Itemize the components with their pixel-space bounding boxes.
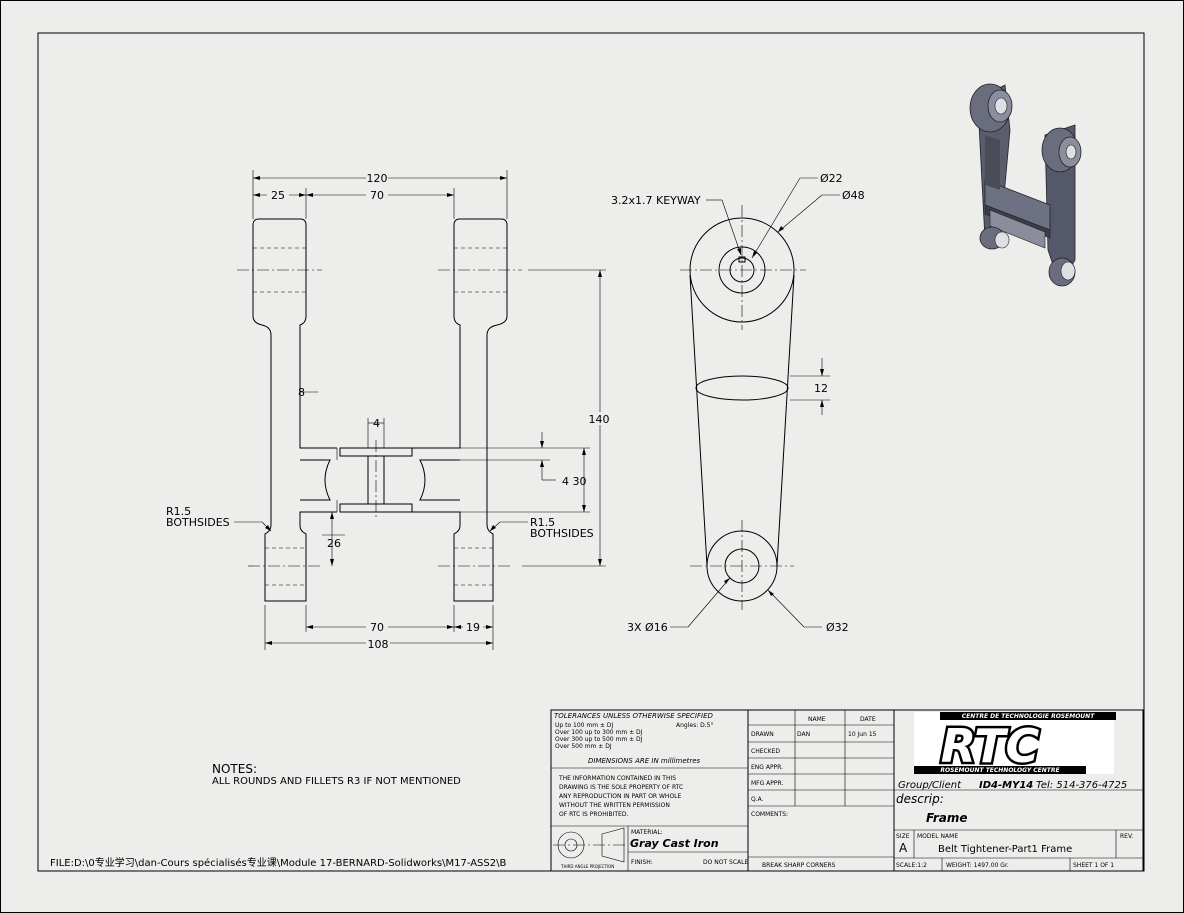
dim-lug-height: 26 xyxy=(327,537,341,550)
model-value: Belt Tightener-Part1 Frame xyxy=(938,844,1072,855)
side-arrowheads xyxy=(724,226,824,596)
side-leaders xyxy=(670,177,840,628)
left-arm-outline xyxy=(252,218,337,449)
comments-label: COMMENTS: xyxy=(751,811,788,818)
row-drawn-label: DRAWN xyxy=(751,731,774,738)
right-arm-outline xyxy=(412,218,508,602)
row-drawn-name: DAN xyxy=(797,731,810,738)
descrip-label: descrip: xyxy=(896,792,944,806)
group-code: ID4-MY14 xyxy=(979,780,1033,791)
top-outer-dia-label: Ø48 xyxy=(842,189,865,202)
row-qa-label: Q.A. xyxy=(751,796,764,803)
bottom-hole-label: 3X Ø16 xyxy=(627,621,668,634)
crossbar-top-section xyxy=(339,447,413,457)
side-edge-left xyxy=(689,274,708,567)
dim-overall-bottom: 108 xyxy=(368,638,389,651)
dim-web: 8 xyxy=(298,386,305,399)
side-view: 3.2x1.7 KEYWAY Ø22 Ø48 12 3X Ø16 Ø32 xyxy=(611,172,865,634)
dim-overall-top: 120 xyxy=(367,172,388,185)
scale-note: DO NOT SCALE xyxy=(703,859,748,866)
dim-crossbar: 4 30 xyxy=(562,475,587,488)
descrip-value: Frame xyxy=(926,811,968,825)
proprietary-line-4: WITHOUT THE WRITTEN PERMISSION xyxy=(559,802,670,809)
crossbar-right xyxy=(419,459,460,501)
left-arm-outline-lower xyxy=(252,225,337,602)
proprietary-line-5: OF RTC IS PROHIBITED. xyxy=(559,811,628,818)
date-header: DATE xyxy=(860,716,876,723)
tol-line-3: Over 300 up to 500 mm ± DJ xyxy=(555,736,643,743)
size-value: A xyxy=(899,841,908,855)
row-eng-label: ENG APPR. xyxy=(751,764,783,771)
row-checked-label: CHECKED xyxy=(751,748,780,755)
notes-title: NOTES: xyxy=(212,762,257,776)
isometric-view xyxy=(969,83,1082,287)
size-label: SIZE xyxy=(896,833,910,840)
tel: Tel: 514-376-4725 xyxy=(1036,780,1127,791)
scale-value: SCALE:1:2 xyxy=(896,862,927,869)
arrowheads xyxy=(253,176,602,645)
revolved-section xyxy=(695,375,789,401)
tol-line-4: Over 500 mm ± DJ xyxy=(555,743,612,750)
third-angle-symbol xyxy=(553,827,626,863)
name-header: NAME xyxy=(808,716,826,723)
file-path: FILE:D:\0专业学习\dan-Cours spécialisés专业课\M… xyxy=(50,856,506,869)
break-corners: BREAK SHARP CORNERS xyxy=(762,862,836,869)
keyway-label: 3.2x1.7 KEYWAY xyxy=(611,194,701,207)
sheet-value: SHEET 1 OF 1 xyxy=(1073,862,1114,869)
logo-top-text: CENTRE DE TECHNOLOGIE ROSEMOUNT xyxy=(962,713,1095,720)
dim-left-lug: 25 xyxy=(271,189,285,202)
tol-angles: Angles: D.5° xyxy=(676,722,713,729)
proprietary-line-1: THE INFORMATION CONTAINED IN THIS xyxy=(558,775,676,782)
rev-label: REV. xyxy=(1120,833,1133,840)
proprietary-line-3: ANY REPRODUCTION IN PART OR WHOLE xyxy=(559,793,682,800)
row-mfg-label: MFG APPR. xyxy=(751,780,783,787)
tolerances-title: TOLERANCES UNLESS OTHERWISE SPECIFIED xyxy=(554,712,713,720)
dim-bottom-lug: 19 xyxy=(466,621,480,634)
side-edge-right xyxy=(776,274,795,567)
section-width-label: 12 xyxy=(814,382,828,395)
left-radius-note-2: BOTHSIDES xyxy=(166,516,230,529)
left-radius-note-1: R1.5 xyxy=(166,505,191,518)
tol-line-2: Over 100 up to 300 mm ± DJ xyxy=(555,729,643,736)
title-block: TOLERANCES UNLESS OTHERWISE SPECIFIED Up… xyxy=(550,709,1144,872)
dim-pin-dia: 4 xyxy=(373,417,380,430)
crossbar-web-section xyxy=(367,455,385,505)
top-inner-dia-label: Ø22 xyxy=(820,172,843,185)
tol-line-1: Up to 100 mm ± DJ xyxy=(555,722,614,729)
material-label: MATERIAL: xyxy=(631,829,663,836)
row-drawn-date: 10 Jun 15 xyxy=(848,731,877,738)
logo-main-text: RTC xyxy=(941,719,1040,773)
front-view: 120 25 70 8 4 140 4 30 26 70 19 108 R1.5… xyxy=(166,170,610,651)
notes-line-1: ALL ROUNDS AND FILLETS R3 IF NOT MENTION… xyxy=(212,776,461,787)
dim-bottom-gap: 70 xyxy=(370,621,384,634)
crossbar-left xyxy=(300,459,331,501)
crossbar-bottom-section xyxy=(339,503,413,513)
dim-top-gap: 70 xyxy=(370,189,384,202)
logo-bottom-text: ROSEMOUNT TECHNOLOGY CENTRE xyxy=(940,767,1060,774)
right-radius-note-1: R1.5 xyxy=(530,516,555,529)
right-arm-outline-upper xyxy=(412,225,461,449)
weight-value: WEIGHT: 1497.00 Gr. xyxy=(946,862,1009,869)
dim-thickness: 140 xyxy=(589,413,610,426)
dimensions-note: DIMENSIONS ARE IN millimetres xyxy=(588,757,701,765)
finish-label: FINISH: xyxy=(631,859,653,866)
proprietary-line-2: DRAWING IS THE SOLE PROPERTY OF RTC xyxy=(559,784,683,791)
right-radius-note-2: BOTHSIDES xyxy=(530,527,594,540)
material-value: Gray Cast Iron xyxy=(630,837,719,850)
bottom-outer-dia-label: Ø32 xyxy=(826,621,849,634)
third-angle-label: THIRD ANGLE PROJECTION xyxy=(560,864,614,869)
group-label: Group/Client xyxy=(898,780,962,791)
model-label: MODEL NAME xyxy=(917,833,958,840)
rtc-logo: CENTRE DE TECHNOLOGIE ROSEMOUNT RTC ROSE… xyxy=(914,712,1116,776)
